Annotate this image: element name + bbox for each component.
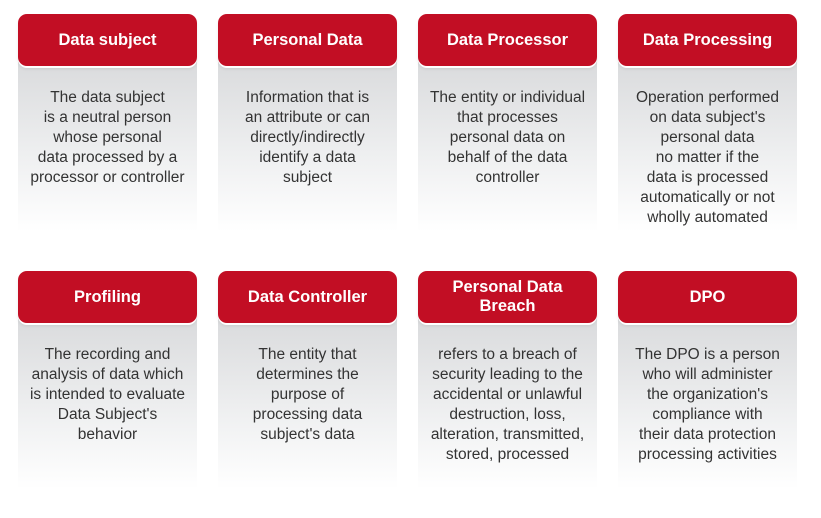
card-title: Profiling bbox=[18, 271, 197, 323]
card-description: The data subject is a neutral person who… bbox=[30, 89, 185, 186]
card-body bbox=[18, 58, 197, 232]
card-description: Information that is an attribute or can … bbox=[245, 89, 370, 186]
card-title-text: Data subject bbox=[58, 30, 157, 49]
card-title: Personal Data Breach bbox=[418, 271, 597, 323]
card-description: The entity that determines the purpose o… bbox=[252, 346, 363, 443]
card-body bbox=[218, 315, 397, 489]
definition-card: Personal Data Breach refers to a breach … bbox=[418, 271, 597, 489]
definition-card: Data subject The data subject is a neutr… bbox=[18, 14, 197, 232]
card-description: refers to a breach of security leading t… bbox=[430, 346, 585, 463]
card-body bbox=[618, 315, 797, 489]
card-title-text: Personal Data Breach bbox=[452, 278, 563, 315]
card-title-text: Personal Data bbox=[252, 30, 363, 49]
card-description: The DPO is a person who will administer … bbox=[635, 346, 780, 463]
card-description: The recording and analysis of data which… bbox=[29, 346, 186, 443]
card-body bbox=[618, 58, 797, 232]
definition-card: Data Processing Operation performed on d… bbox=[618, 14, 797, 232]
card-body bbox=[18, 315, 197, 489]
card-title: Data subject bbox=[18, 14, 197, 66]
card-title-text: Profiling bbox=[74, 287, 141, 306]
card-title: Personal Data bbox=[218, 14, 397, 66]
card-description: The entity or individual that processes … bbox=[429, 89, 586, 186]
card-description: Operation performed on data subject's pe… bbox=[635, 89, 780, 226]
card-title-text: DPO bbox=[689, 287, 726, 306]
card-body bbox=[418, 58, 597, 232]
card-title: Data Processing bbox=[618, 14, 797, 66]
card-title-text: Data Controller bbox=[247, 287, 368, 306]
card-title-text: Data Processor bbox=[446, 30, 569, 49]
card-title: DPO bbox=[618, 271, 797, 323]
card-title-text: Data Processing bbox=[642, 30, 773, 49]
card-title: Data Controller bbox=[218, 271, 397, 323]
definition-card: Profiling The recording and analysis of … bbox=[18, 271, 197, 489]
card-body bbox=[218, 58, 397, 232]
card-title: Data Processor bbox=[418, 14, 597, 66]
definition-card: Data Controller The entity that determin… bbox=[218, 271, 397, 489]
definition-card: DPO The DPO is a person who will adminis… bbox=[618, 271, 797, 489]
definition-card: Data Processor The entity or individual … bbox=[418, 14, 597, 232]
card-body bbox=[418, 315, 597, 489]
definition-card: Personal Data Information that is an att… bbox=[218, 14, 397, 232]
